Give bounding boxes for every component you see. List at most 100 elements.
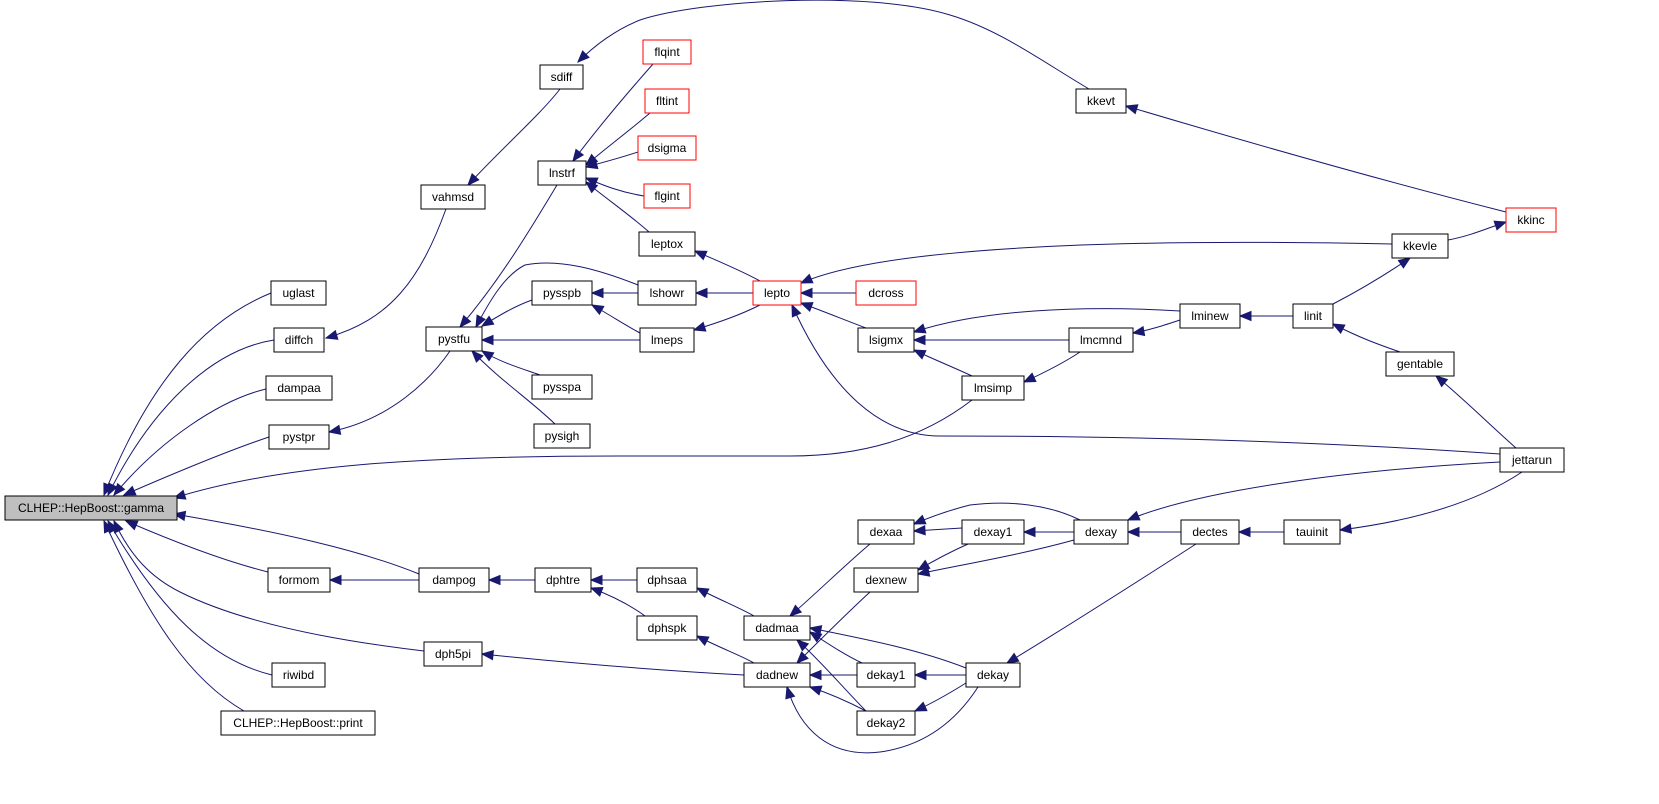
node-leptox[interactable]: leptox — [638, 231, 696, 257]
node-box[interactable] — [639, 327, 695, 353]
node-pysspb[interactable]: pysspb — [531, 280, 593, 306]
node-dphsaa[interactable]: dphsaa — [636, 567, 698, 593]
node-dectes[interactable]: dectes — [1180, 519, 1240, 545]
node-dexay[interactable]: dexay — [1073, 519, 1129, 545]
node-diffch[interactable]: diffch — [273, 327, 325, 353]
node-box[interactable] — [961, 519, 1025, 545]
node-pystfu[interactable]: pystfu — [425, 326, 483, 352]
node-dadnew[interactable]: dadnew — [743, 662, 811, 688]
node-box[interactable] — [265, 375, 333, 401]
node-tauinit[interactable]: tauinit — [1283, 519, 1341, 545]
node-fltint[interactable]: fltint — [644, 88, 690, 114]
node-dekay1[interactable]: dekay1 — [856, 662, 916, 688]
node-box[interactable] — [644, 88, 690, 114]
node-box[interactable] — [1391, 233, 1449, 259]
node-box[interactable] — [743, 662, 811, 688]
node-formom[interactable]: formom — [267, 567, 331, 593]
node-box[interactable] — [1499, 447, 1565, 473]
node-pysspa[interactable]: pysspa — [531, 374, 593, 400]
node-box[interactable] — [425, 326, 483, 352]
node-dcross[interactable]: dcross — [855, 280, 917, 306]
node-box[interactable] — [643, 183, 691, 209]
node-box[interactable] — [1075, 88, 1127, 114]
node-box[interactable] — [1385, 351, 1455, 377]
node-vahmsd[interactable]: vahmsd — [420, 184, 486, 210]
node-box[interactable] — [1068, 327, 1134, 353]
node-box[interactable] — [418, 567, 490, 593]
node-dampaa[interactable]: dampaa — [265, 375, 333, 401]
node-kkevt[interactable]: kkevt — [1075, 88, 1127, 114]
node-box[interactable] — [857, 327, 915, 353]
node-sdiff[interactable]: sdiff — [539, 64, 584, 90]
node-box[interactable] — [537, 160, 587, 186]
node-dexnew[interactable]: dexnew — [853, 567, 919, 593]
node-dph5pi[interactable]: dph5pi — [423, 641, 483, 667]
node-box[interactable] — [220, 710, 376, 736]
node-pysigh[interactable]: pysigh — [533, 423, 591, 449]
node-box[interactable] — [857, 519, 915, 545]
node-gentable[interactable]: gentable — [1385, 351, 1455, 377]
node-box[interactable] — [855, 280, 917, 306]
node-box[interactable] — [539, 64, 584, 90]
node-flgint[interactable]: flgint — [643, 183, 691, 209]
node-box[interactable] — [856, 710, 916, 736]
node-riwibd[interactable]: riwibd — [271, 662, 326, 688]
node-dadmaa[interactable]: dadmaa — [743, 615, 811, 641]
node-box[interactable] — [271, 662, 326, 688]
node-box[interactable] — [637, 280, 697, 306]
node-box[interactable] — [4, 495, 178, 521]
node-dsigma[interactable]: dsigma — [637, 135, 697, 161]
node-box[interactable] — [1505, 207, 1557, 233]
node-lminew[interactable]: lminew — [1179, 303, 1241, 329]
node-box[interactable] — [273, 327, 325, 353]
node-box[interactable] — [856, 662, 916, 688]
node-print[interactable]: CLHEP::HepBoost::print — [220, 710, 376, 736]
node-box[interactable] — [636, 615, 698, 641]
node-box[interactable] — [637, 135, 697, 161]
node-lnstrf[interactable]: lnstrf — [537, 160, 587, 186]
node-box[interactable] — [531, 374, 593, 400]
node-gamma[interactable]: CLHEP::HepBoost::gamma — [4, 495, 178, 521]
node-lmeps[interactable]: lmeps — [639, 327, 695, 353]
node-box[interactable] — [853, 567, 919, 593]
node-box[interactable] — [1073, 519, 1129, 545]
node-dekay[interactable]: dekay — [965, 662, 1021, 688]
node-dphtre[interactable]: dphtre — [534, 567, 592, 593]
node-lsigmx[interactable]: lsigmx — [857, 327, 915, 353]
node-box[interactable] — [423, 641, 483, 667]
node-kkevle[interactable]: kkevle — [1391, 233, 1449, 259]
node-lepto[interactable]: lepto — [752, 280, 802, 306]
node-box[interactable] — [638, 231, 696, 257]
node-box[interactable] — [531, 280, 593, 306]
node-box[interactable] — [268, 424, 330, 450]
node-lmsimp[interactable]: lmsimp — [961, 375, 1025, 401]
node-box[interactable] — [533, 423, 591, 449]
node-pystpr[interactable]: pystpr — [268, 424, 330, 450]
node-box[interactable] — [420, 184, 486, 210]
node-dexay1[interactable]: dexay1 — [961, 519, 1025, 545]
node-box[interactable] — [636, 567, 698, 593]
node-lmcmnd[interactable]: lmcmnd — [1068, 327, 1134, 353]
node-uglast[interactable]: uglast — [270, 280, 327, 306]
node-box[interactable] — [534, 567, 592, 593]
node-box[interactable] — [1179, 303, 1241, 329]
node-dphspk[interactable]: dphspk — [636, 615, 698, 641]
node-box[interactable] — [743, 615, 811, 641]
node-lshowr[interactable]: lshowr — [637, 280, 697, 306]
node-box[interactable] — [267, 567, 331, 593]
node-box[interactable] — [1283, 519, 1341, 545]
node-dampog[interactable]: dampog — [418, 567, 490, 593]
node-box[interactable] — [965, 662, 1021, 688]
node-flqint[interactable]: flqint — [642, 39, 692, 65]
node-kkinc[interactable]: kkinc — [1505, 207, 1557, 233]
node-linit[interactable]: linit — [1292, 303, 1334, 329]
node-box[interactable] — [1180, 519, 1240, 545]
node-dexaa[interactable]: dexaa — [857, 519, 915, 545]
node-dekay2[interactable]: dekay2 — [856, 710, 916, 736]
node-jettarun[interactable]: jettarun — [1499, 447, 1565, 473]
node-box[interactable] — [270, 280, 327, 306]
node-box[interactable] — [752, 280, 802, 306]
node-box[interactable] — [1292, 303, 1334, 329]
node-box[interactable] — [961, 375, 1025, 401]
node-box[interactable] — [642, 39, 692, 65]
